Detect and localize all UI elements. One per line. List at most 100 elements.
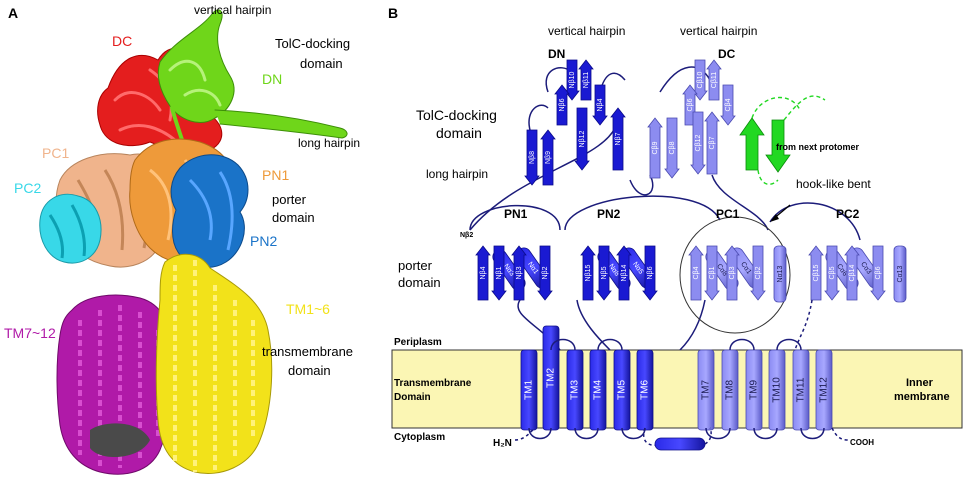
dc-strand: Cβ4 xyxy=(720,84,736,126)
strand-label: Nβ8 xyxy=(529,151,536,164)
porter-strand: Nβ3 xyxy=(511,245,527,301)
tm-helix-10: TM10 xyxy=(768,349,786,431)
strand-arrow xyxy=(491,245,507,301)
label-tolc-docking-a-1: TolC-docking xyxy=(275,36,350,51)
label-dn-b: DN xyxy=(548,47,565,61)
strand-label: Cβ7 xyxy=(709,136,716,149)
porter-strand: Cβ5 xyxy=(824,245,840,301)
porter-strand: Nβ2 xyxy=(537,245,553,301)
strand-label: Nβ2 xyxy=(542,266,549,279)
panel-a-structure: A xyxy=(4,3,360,475)
tm-helix-7: TM7 xyxy=(697,349,715,431)
pc2-subdomain xyxy=(39,193,102,264)
label-inner: Inner xyxy=(906,377,934,389)
strand-arrow xyxy=(642,245,658,301)
strand-label: Nβ12 xyxy=(579,130,586,147)
loop-pc1-pc2 xyxy=(769,202,861,241)
tm-loop xyxy=(800,427,825,440)
n-terminus-tail xyxy=(514,427,536,441)
strand-label: Nβ14 xyxy=(621,264,628,281)
strand-arrow xyxy=(704,245,720,301)
strand-arrow xyxy=(580,245,596,301)
loop-dc-pc xyxy=(711,174,769,231)
loop-dc-left xyxy=(659,66,711,93)
porter-strand: Nβ4 xyxy=(475,245,491,301)
tm-helix-label: TM8 xyxy=(725,380,736,400)
dark-helix xyxy=(90,423,150,458)
label-long-hairpin-a: long hairpin xyxy=(298,136,360,150)
tm-helix-1: TM1 xyxy=(520,349,538,431)
c-terminus-tail xyxy=(831,427,849,441)
strand-label: Cβ14 xyxy=(849,264,856,281)
label-transmembrane-b-1: Transmembrane xyxy=(394,378,472,389)
pn2-subdomain xyxy=(170,154,249,268)
strand-arrow xyxy=(724,245,740,301)
tm-loop xyxy=(528,427,552,440)
porter-strand: Cβ3 xyxy=(724,245,740,301)
strand-arrow xyxy=(610,107,626,171)
label-porter-b-1: porter xyxy=(398,258,433,273)
strand-arrow xyxy=(540,129,556,186)
tm-helix-label: TM12 xyxy=(819,377,830,403)
strand-label: Nβ5 xyxy=(601,266,608,279)
label-transmembrane-b-2: Domain xyxy=(394,392,431,403)
label-porter-b-2: domain xyxy=(398,275,441,290)
strand-label: Nβ6 xyxy=(559,98,566,111)
strand-arrow xyxy=(511,245,527,301)
porter-strand: Cβ2 xyxy=(750,245,766,301)
tm-helix-label: TM5 xyxy=(617,380,628,400)
strand-arrow xyxy=(704,111,720,175)
strand-arrow xyxy=(870,245,886,301)
label-porter-a-1: porter xyxy=(272,192,307,207)
label-pn1-a: PN1 xyxy=(262,167,289,183)
loop-pn2-tm xyxy=(576,299,611,351)
strand-label: Cβ8 xyxy=(669,141,676,154)
tm-helix-label: TM10 xyxy=(772,377,783,403)
strand-arrow xyxy=(688,245,704,301)
dc-strand: Cβ9 xyxy=(647,117,663,179)
porter-strand: Nβ5 xyxy=(596,245,612,301)
strand-arrow xyxy=(592,84,608,126)
strand-label: Nβ11 xyxy=(583,72,590,88)
strand-label: Cβ15 xyxy=(813,264,820,281)
label-periplasm: Periplasm xyxy=(394,337,442,348)
label-dc: DC xyxy=(112,33,132,49)
strand-label: Nβ10 xyxy=(569,71,576,88)
label-cooh: COOH xyxy=(850,438,874,447)
loop-long-hairpin xyxy=(528,104,549,131)
next-protomer-strand-1 xyxy=(739,117,765,171)
label-dc-b: DC xyxy=(718,47,736,61)
strand-arrow xyxy=(647,117,663,179)
tm1-6-subdomain xyxy=(155,253,273,474)
porter-strand: Cβ15 xyxy=(808,245,824,301)
pc2-ribbon-body xyxy=(39,193,102,264)
cytoplasmic-helix xyxy=(654,437,706,451)
loop-dc-bottom xyxy=(629,174,654,196)
tm-helix-label: TM7 xyxy=(701,380,712,400)
strand-arrow xyxy=(706,59,722,101)
membrane-band xyxy=(391,349,963,429)
label-tolc-b-1: TolC-docking xyxy=(416,107,497,123)
porter-strand: Cβ6 xyxy=(870,245,886,301)
dc-strand: Cβ12 xyxy=(690,111,706,175)
label-pn2-a: PN2 xyxy=(250,233,277,249)
strand-arrow xyxy=(808,245,824,301)
strand-arrow xyxy=(524,129,540,186)
dn-strand: Nβ7 xyxy=(610,107,626,171)
label-long-hairpin-b: long hairpin xyxy=(426,167,488,181)
tm-helix-label: TM11 xyxy=(796,377,807,402)
strand-label: Nβ1 xyxy=(496,266,503,279)
tm-helix-9: TM9 xyxy=(745,349,763,431)
strand-arrow xyxy=(824,245,840,301)
label-vh-left: vertical hairpin xyxy=(548,24,625,38)
porter-strand: Cβ4 xyxy=(688,245,704,301)
strand-arrow xyxy=(720,84,736,126)
label-h2n: H₂N xyxy=(493,438,512,449)
label-pc2-a: PC2 xyxy=(14,180,41,196)
